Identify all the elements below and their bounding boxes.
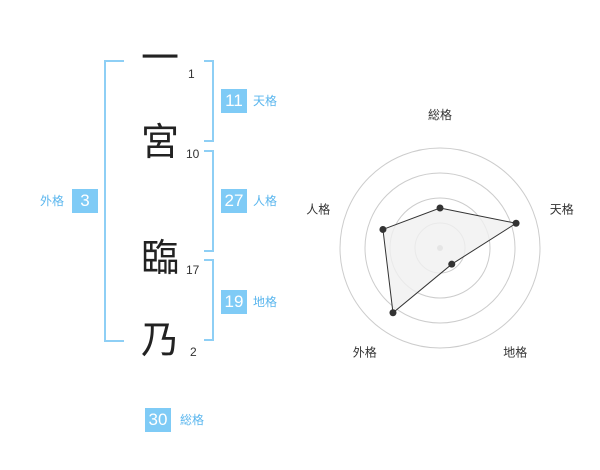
soukaku-label: 総格 <box>180 413 205 427</box>
tenkaku-bracket <box>204 60 214 142</box>
chikaku-bracket <box>204 259 214 341</box>
gaikaku-value: 3 <box>72 189 98 213</box>
radar-axis-label-3: 地格 <box>503 345 527 360</box>
radar-axis-label-4: 外格 <box>353 345 377 360</box>
radar-axis-label-1: 総格 <box>428 107 452 122</box>
stroke-count-3: 17 <box>186 263 200 277</box>
name-char-4: 乃 <box>140 318 179 362</box>
radar-shape <box>379 204 520 317</box>
stroke-count-2: 10 <box>186 147 200 161</box>
radar-point-2 <box>512 219 520 227</box>
radar-point-1 <box>436 204 444 212</box>
radar-axis-label-5: 人格 <box>306 201 330 216</box>
gaikaku-label: 外格 <box>40 194 65 208</box>
stroke-count-4: 2 <box>190 345 197 359</box>
radar-point-5 <box>379 225 387 233</box>
jinkaku-value: 27 <box>221 189 247 213</box>
chikaku-value: 19 <box>221 290 247 314</box>
radar-ring-3 <box>364 172 516 324</box>
radar-polygon <box>382 207 518 314</box>
radar-point-3 <box>448 260 456 268</box>
soukaku-value: 30 <box>145 408 171 432</box>
jinkaku-label: 人格 <box>253 194 278 208</box>
radar-point-4 <box>389 309 397 317</box>
gaikaku-bracket <box>104 60 124 342</box>
stroke-count-1: 1 <box>188 67 195 81</box>
jinkaku-bracket <box>204 150 214 252</box>
name-char-1: 一 <box>140 36 179 80</box>
tenkaku-value: 11 <box>221 89 247 113</box>
radar-ring-4 <box>339 147 541 349</box>
name-char-3: 臨 <box>140 236 179 280</box>
tenkaku-label: 天格 <box>253 94 278 108</box>
radar-axis-label-2: 天格 <box>550 201 574 216</box>
chikaku-label: 地格 <box>253 295 278 309</box>
name-char-2: 宮 <box>140 120 179 164</box>
